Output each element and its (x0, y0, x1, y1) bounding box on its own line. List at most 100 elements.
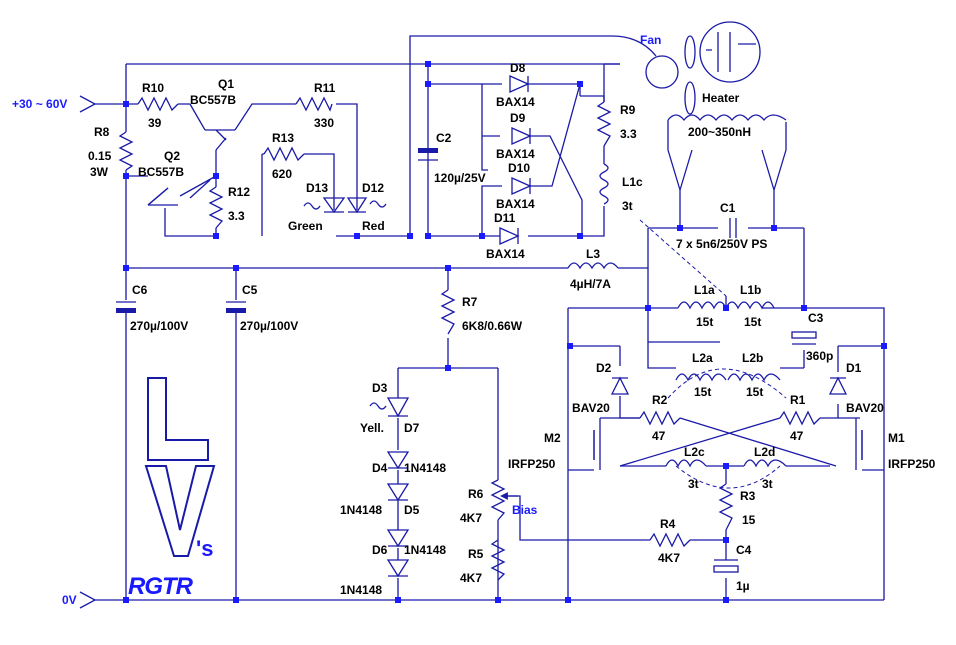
d12-value: Red (362, 219, 385, 233)
c5-ref: C5 (242, 283, 258, 297)
r4-value: 4K7 (658, 551, 680, 565)
l2d-ref: L2d (754, 445, 775, 459)
l2c-ref: L2c (684, 445, 705, 459)
d4-value: 1N4148 (404, 461, 446, 475)
l2a-ref: L2a (692, 351, 713, 365)
c4-value: 1µ (736, 579, 750, 593)
capacitor-c5 (226, 301, 246, 313)
q1-value: BC557B (190, 93, 236, 107)
r5-value: 4K7 (460, 571, 482, 585)
junctions (123, 61, 887, 603)
q2-value: BC557B (138, 165, 184, 179)
d1-value: BAV20 (846, 401, 884, 415)
l1b-value: 15t (744, 315, 761, 329)
m2-value: IRFP250 (508, 457, 556, 471)
d8-value: BAX14 (496, 95, 535, 109)
d8-ref: D8 (510, 61, 526, 75)
inductor-l1b (725, 301, 775, 310)
l2b-value: 15t (746, 385, 763, 399)
r11-ref: R11 (314, 81, 336, 95)
net-vin: +30 ~ 60V (12, 97, 67, 111)
inductor-l2c (665, 459, 707, 468)
d5-ref: D5 (404, 503, 420, 517)
resistor-r3 (718, 483, 734, 531)
r6-value: 4K7 (460, 511, 482, 525)
diode-d10 (511, 176, 532, 196)
r3-value: 15 (742, 513, 756, 527)
r11-value: 330 (314, 116, 334, 130)
d2-value: BAV20 (572, 401, 610, 415)
wires (95, 35, 885, 601)
inductor-l1a (677, 301, 727, 310)
diode-d2 (610, 376, 630, 395)
inductor-l2d (743, 459, 787, 468)
c2-value: 120µ/25V (434, 171, 486, 185)
d4-ref: D4 (372, 461, 388, 475)
logo-text: RGTR (128, 573, 194, 600)
diode-d11 (499, 226, 520, 246)
diode-d9 (511, 126, 532, 146)
r13-ref: R13 (272, 131, 294, 145)
d12-ref: D12 (362, 181, 384, 195)
r8-ref: R8 (94, 125, 110, 139)
capacitor-c1 (729, 218, 737, 238)
led-d13 (303, 197, 346, 214)
inductor-l2b (727, 373, 781, 382)
led-d12 (346, 197, 387, 214)
l3-value: 4µH/7A (570, 277, 611, 291)
r9-ref: R9 (620, 103, 636, 117)
r6-ref: R6 (468, 487, 484, 501)
l2d-value: 3t (762, 477, 773, 491)
q1-ref: Q1 (218, 77, 234, 91)
net-gnd: 0V (62, 593, 77, 607)
c2-ref: C2 (436, 131, 452, 145)
heater-value: 200~350nH (688, 125, 751, 139)
r4-ref: R4 (660, 517, 676, 531)
d6-value: 1N4148 (404, 543, 446, 557)
d9-ref: D9 (510, 111, 526, 125)
resistor-r7 (440, 289, 456, 335)
r3-ref: R3 (740, 489, 756, 503)
fan-label: Fan (640, 33, 661, 47)
labels: +30 ~ 60V 0V R10 39 Q1 BC557B R11 330 R8… (12, 33, 936, 607)
resistor-r1 (779, 410, 821, 426)
r7-ref: R7 (462, 295, 478, 309)
fan-icon (645, 35, 696, 115)
coupling-lines (639, 219, 787, 489)
diode-d1 (828, 376, 848, 395)
capacitor-c3 (791, 331, 817, 345)
resistor-r6 (490, 479, 518, 521)
r2-ref: R2 (652, 393, 668, 407)
m2-ref: M2 (544, 431, 561, 445)
d7-ref: D7 (404, 421, 420, 435)
r12-ref: R12 (228, 185, 250, 199)
heater-coil (667, 114, 787, 122)
c3-ref: C3 (808, 311, 824, 325)
d6-ref: D6 (372, 543, 388, 557)
r2-value: 47 (652, 429, 666, 443)
r10-value: 39 (148, 116, 162, 130)
r1-ref: R1 (790, 393, 806, 407)
d13-ref: D13 (306, 181, 328, 195)
r5-ref: R5 (468, 547, 484, 561)
c6-ref: C6 (132, 283, 148, 297)
l1a-ref: L1a (694, 283, 715, 297)
inductor-l2a (675, 373, 727, 382)
input-terminal (79, 95, 97, 609)
c5-value: 270µ/100V (240, 319, 298, 333)
l3-ref: L3 (586, 247, 600, 261)
c3-value: 360p (806, 349, 833, 363)
c6-value: 270µ/100V (130, 319, 188, 333)
r6-label: Bias (512, 503, 538, 517)
c1-ref: C1 (720, 201, 736, 215)
l1c-ref: L1c (622, 175, 643, 189)
d10-value: BAX14 (496, 197, 535, 211)
d5-value: 1N4148 (340, 503, 382, 517)
r13-value: 620 (272, 167, 292, 181)
l2c-value: 3t (688, 477, 699, 491)
diode-d8 (509, 74, 530, 94)
q2-ref: Q2 (164, 149, 180, 163)
mosfet-m2 (593, 418, 601, 470)
diode-d6 (386, 529, 410, 548)
d2-ref: D2 (596, 361, 612, 375)
